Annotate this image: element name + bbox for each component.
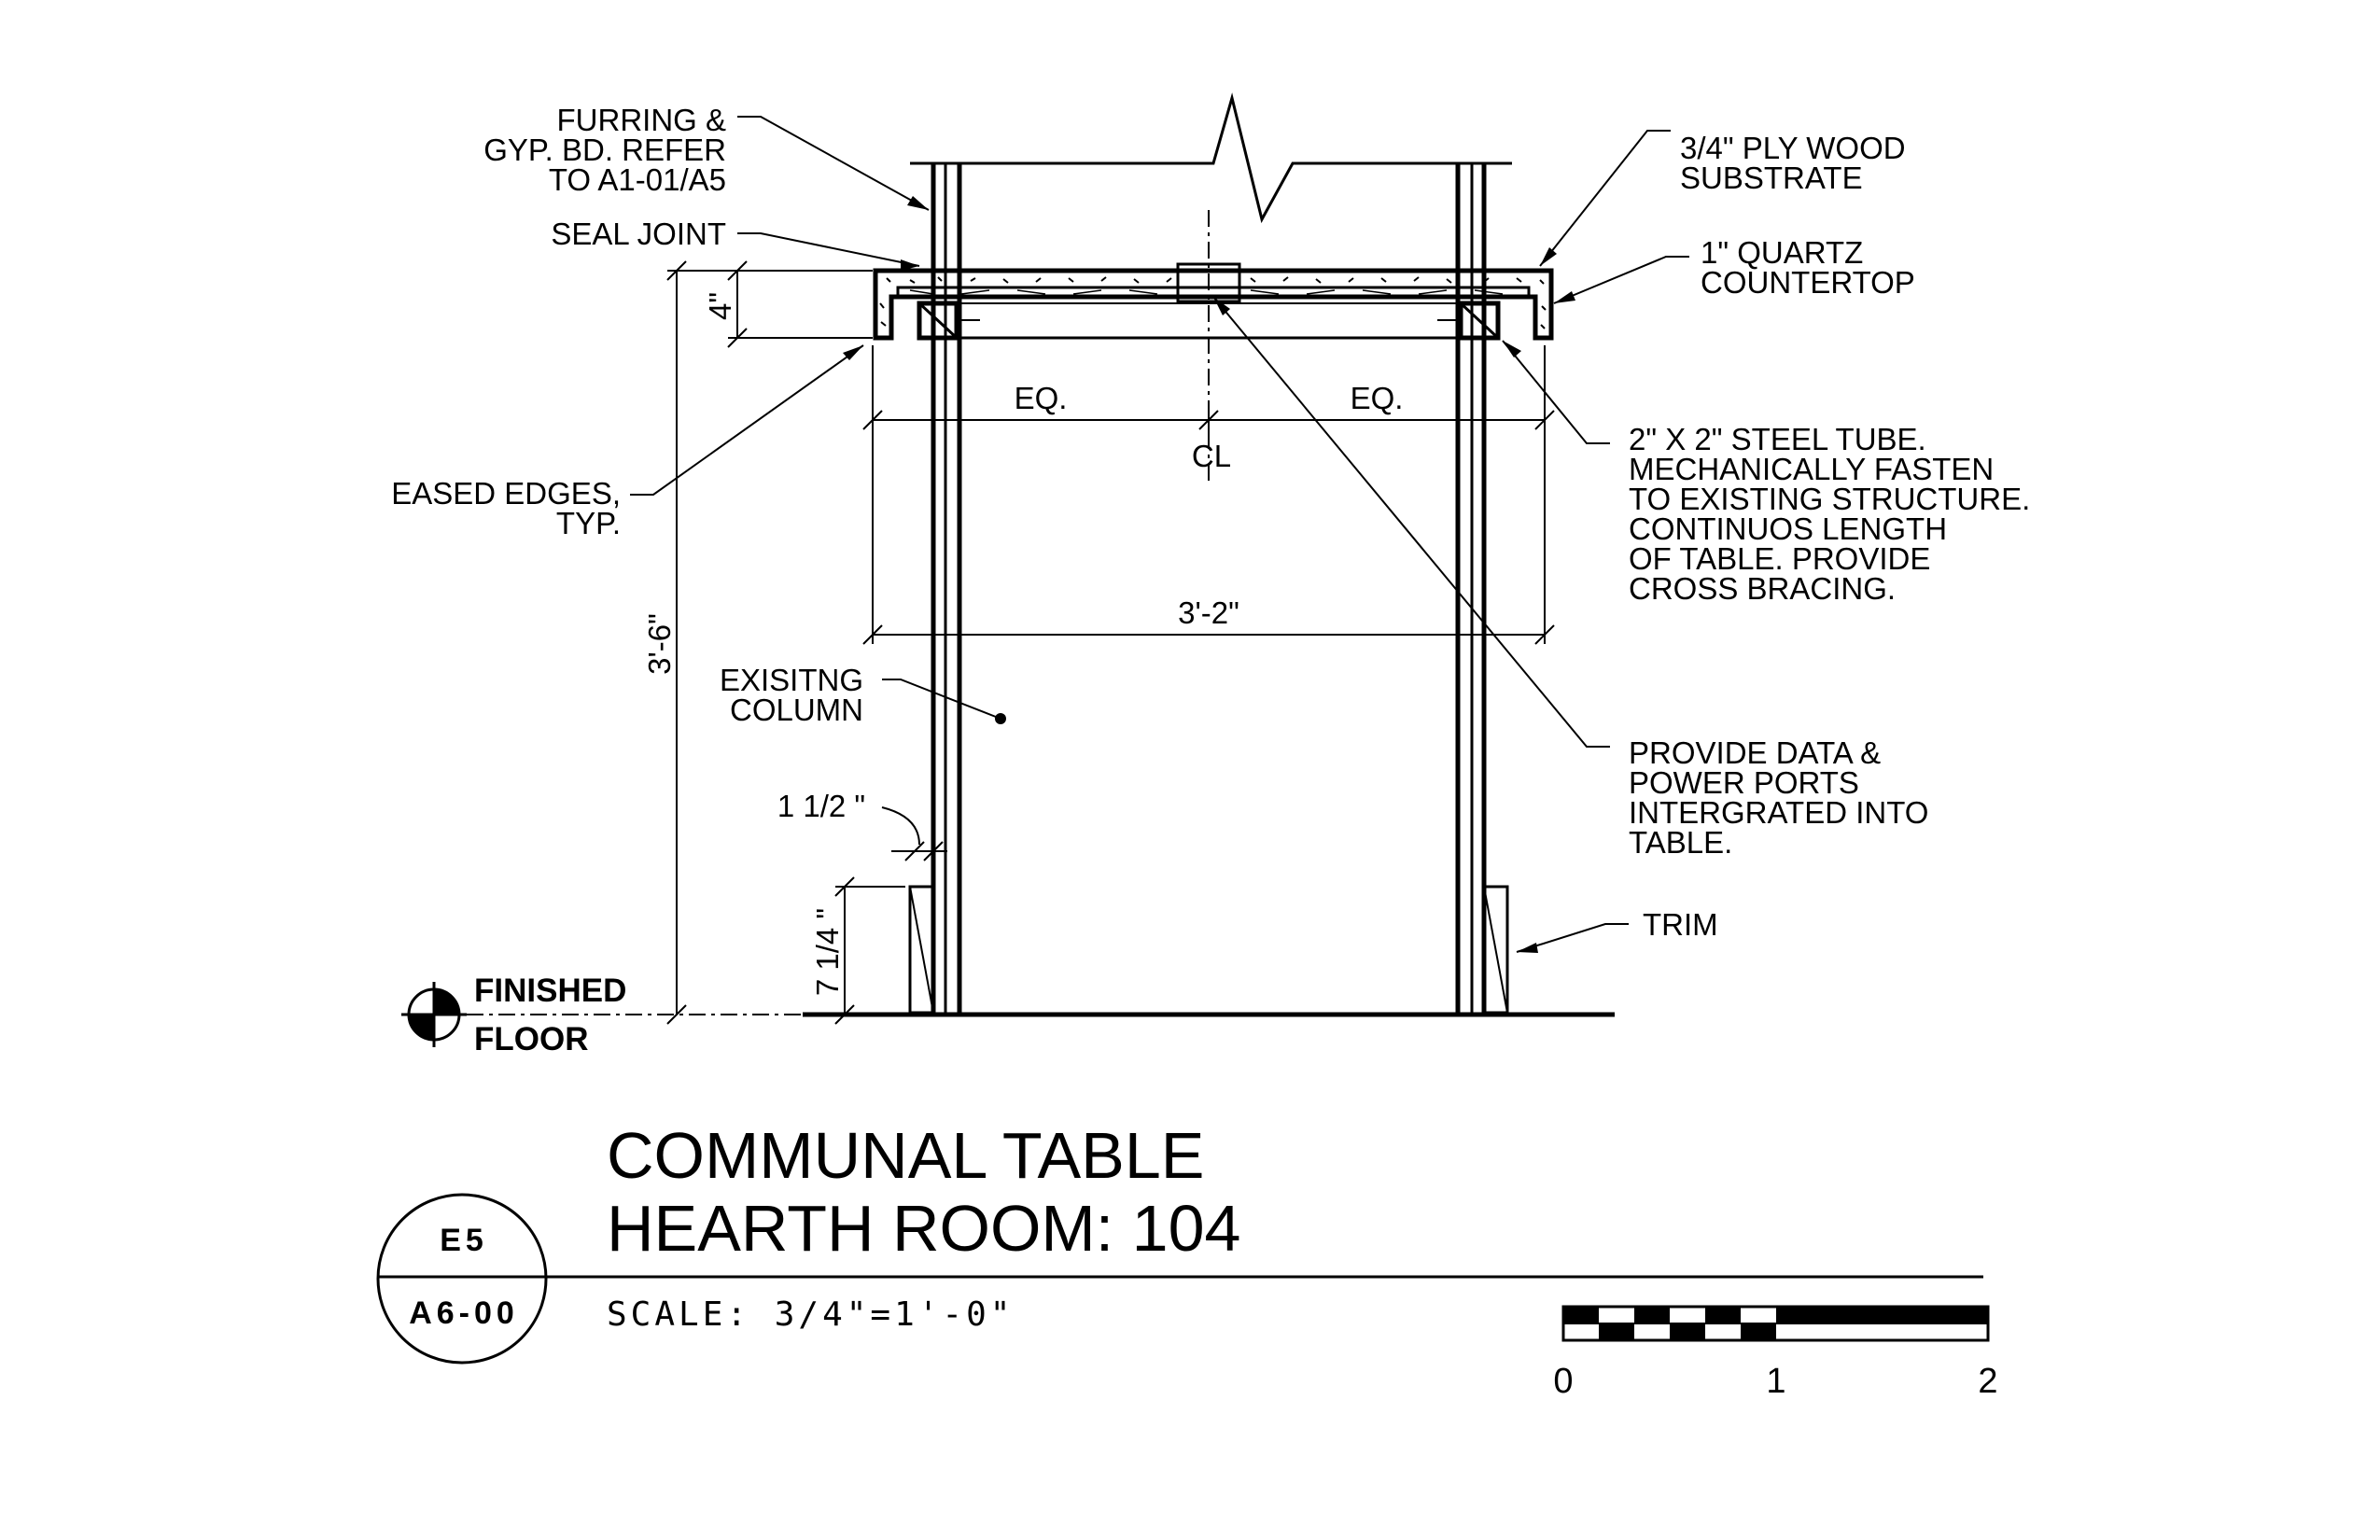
detail-bubble [376,1193,548,1365]
steel-tube-left [917,301,959,341]
floor-label-1: FINISHED [474,973,626,1009]
dim-trim-offset: 1 1/2 " [777,789,865,823]
note-data-ports-1: PROVIDE DATA & [1629,735,1881,770]
note-eased-edges-2: TYP. [556,506,621,540]
note-steel-tube-6: CROSS BRACING. [1629,571,1896,606]
dim-trim-height: 7 1/4 " [810,908,845,996]
note-steel-tube-2: MECHANICALLY FASTEN [1629,452,1994,486]
dim-eq-left: EQ. [1015,381,1068,415]
note-furring-2: GYP. BD. REFER [483,133,726,167]
note-data-ports-4: TABLE. [1629,825,1732,860]
note-trim: TRIM [1643,907,1718,942]
break-line [910,92,1512,224]
note-data-ports-3: INTERGRATED INTO [1629,795,1928,830]
bubble-sheet-number: A6-00 [409,1295,519,1331]
scale-label: SCALE: 3/4"=1'-0" [607,1295,1014,1334]
scale-bar-label-2: 2 [1978,1362,1997,1401]
steel-tube-right [1458,301,1501,341]
dim-overall-width: 3'-2" [1178,595,1239,630]
notes: FURRING & GYP. BD. REFER TO A1-01/A5 SEA… [391,103,2030,942]
note-furring-1: FURRING & [557,103,727,137]
note-plywood-2: SUBSTRATE [1680,161,1863,195]
trim-base [908,885,1509,1015]
quartz-countertop [873,262,1554,341]
existing-column [910,92,1512,1013]
dim-eq-right: EQ. [1351,381,1404,415]
floor-label-2: FLOOR [474,1021,588,1057]
note-seal-joint: SEAL JOINT [551,217,726,251]
title-line-2: HEARTH ROOM: 104 [607,1192,1240,1265]
data-port-box [1176,262,1241,303]
note-data-ports-2: POWER PORTS [1629,765,1859,800]
note-existing-column-2: COLUMN [730,693,863,727]
note-furring-3: TO A1-01/A5 [549,162,726,197]
graphic-scale-bar: 0 1 2 [1553,1305,1998,1401]
note-quartz-1: 1" QUARTZ [1701,235,1863,270]
scale-bar-label-0: 0 [1553,1362,1573,1401]
bubble-detail-number: E5 [440,1223,488,1258]
leaders [630,116,1689,953]
title-block: E5 A6-00 COMMUNAL TABLE HEARTH ROOM: 104… [376,1119,1998,1401]
title-line-1: COMMUNAL TABLE [607,1119,1205,1192]
note-steel-tube-3: TO EXISTING STRUCTURE. [1629,482,2030,516]
note-steel-tube-5: OF TABLE. PROVIDE [1629,541,1930,576]
scale-bar-label-1: 1 [1766,1362,1785,1401]
dimensions: 3'-6" 4" EQ. EQ. CL 3'-2" 1 1/2 " [642,260,1555,1025]
dim-top-thickness: 4" [703,292,737,320]
note-eased-edges-1: EASED EDGES, [391,476,621,511]
dim-overall-height: 3'-6" [642,613,677,675]
note-steel-tube-4: CONTINUOS LENGTH [1629,511,1947,546]
note-plywood-1: 3/4" PLY WOOD [1680,131,1906,165]
note-steel-tube-1: 2" X 2" STEEL TUBE. [1629,422,1926,456]
floor: FINISHED FLOOR [401,973,1615,1057]
note-existing-column-1: EXISITNG [720,663,863,697]
centerline-symbol: CL [1192,439,1231,473]
note-quartz-2: COUNTERTOP [1701,265,1915,300]
